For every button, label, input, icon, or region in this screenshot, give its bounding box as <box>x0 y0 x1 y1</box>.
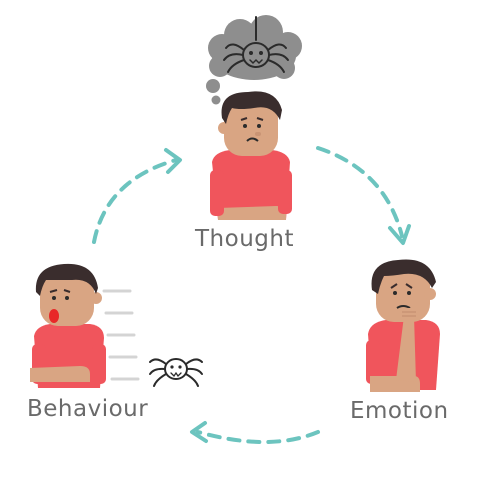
node-label-emotion: Emotion <box>350 398 449 424</box>
small-spider-icon <box>149 358 203 387</box>
emotion-person <box>366 259 440 392</box>
node-label-thought: Thought <box>195 226 294 252</box>
arrow-emotion-to-behaviour <box>190 421 320 444</box>
thought-person <box>210 91 292 220</box>
behaviour-person <box>30 263 106 388</box>
speed-lines-icon <box>102 289 140 381</box>
arrow-thought-to-emotion <box>316 146 411 245</box>
arrow-behaviour-to-thought <box>92 148 182 244</box>
spider-icon <box>223 16 289 73</box>
node-label-behaviour: Behaviour <box>27 396 149 422</box>
